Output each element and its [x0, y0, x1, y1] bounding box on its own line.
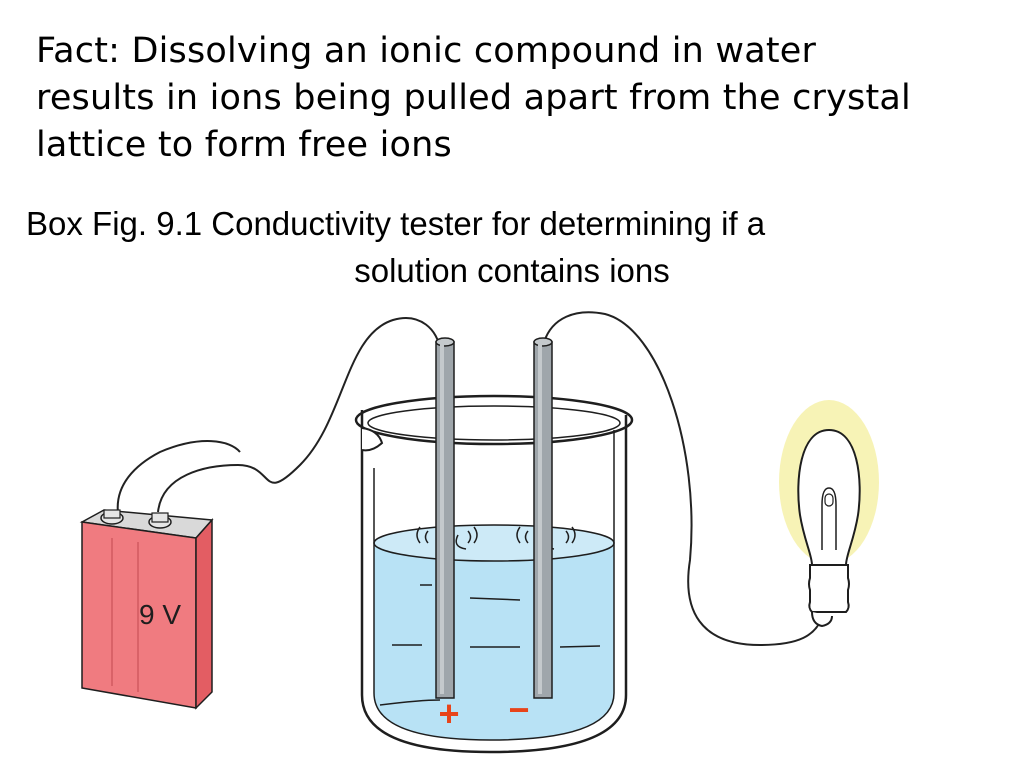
battery-terminal-negative	[100, 509, 124, 525]
battery-label: 9 V	[139, 599, 181, 630]
beaker	[354, 394, 634, 754]
water-surface	[373, 524, 615, 562]
fact-line-1: Fact: Dissolving an ionic compound in wa…	[36, 31, 817, 71]
wire-battery-to-anode	[157, 317, 441, 513]
cathode-electrode	[533, 337, 553, 699]
fact-statement: Fact: Dissolving an ionic compound in wa…	[36, 28, 1006, 169]
wire-battery-short	[116, 440, 241, 514]
battery-terminal-positive	[148, 512, 172, 529]
anode-electrode	[435, 337, 455, 699]
cathode-sign: −	[508, 689, 529, 730]
caption-line-2: solution contains ions	[354, 252, 670, 289]
anode-sign: +	[438, 693, 459, 734]
water	[374, 535, 614, 740]
fact-line-2: results in ions being pulled apart from …	[36, 78, 911, 118]
beaker-spout	[361, 427, 384, 452]
wire-cathode-to-bulb	[543, 311, 823, 647]
conductivity-tester-diagram: + − 9 V	[79, 311, 879, 754]
battery: 9 V	[79, 509, 214, 710]
caption-line-1: Box Fig. 9.1 Conductivity tester for det…	[26, 205, 766, 242]
light-bulb	[779, 400, 879, 628]
fact-line-3: lattice to form free ions	[36, 125, 452, 165]
